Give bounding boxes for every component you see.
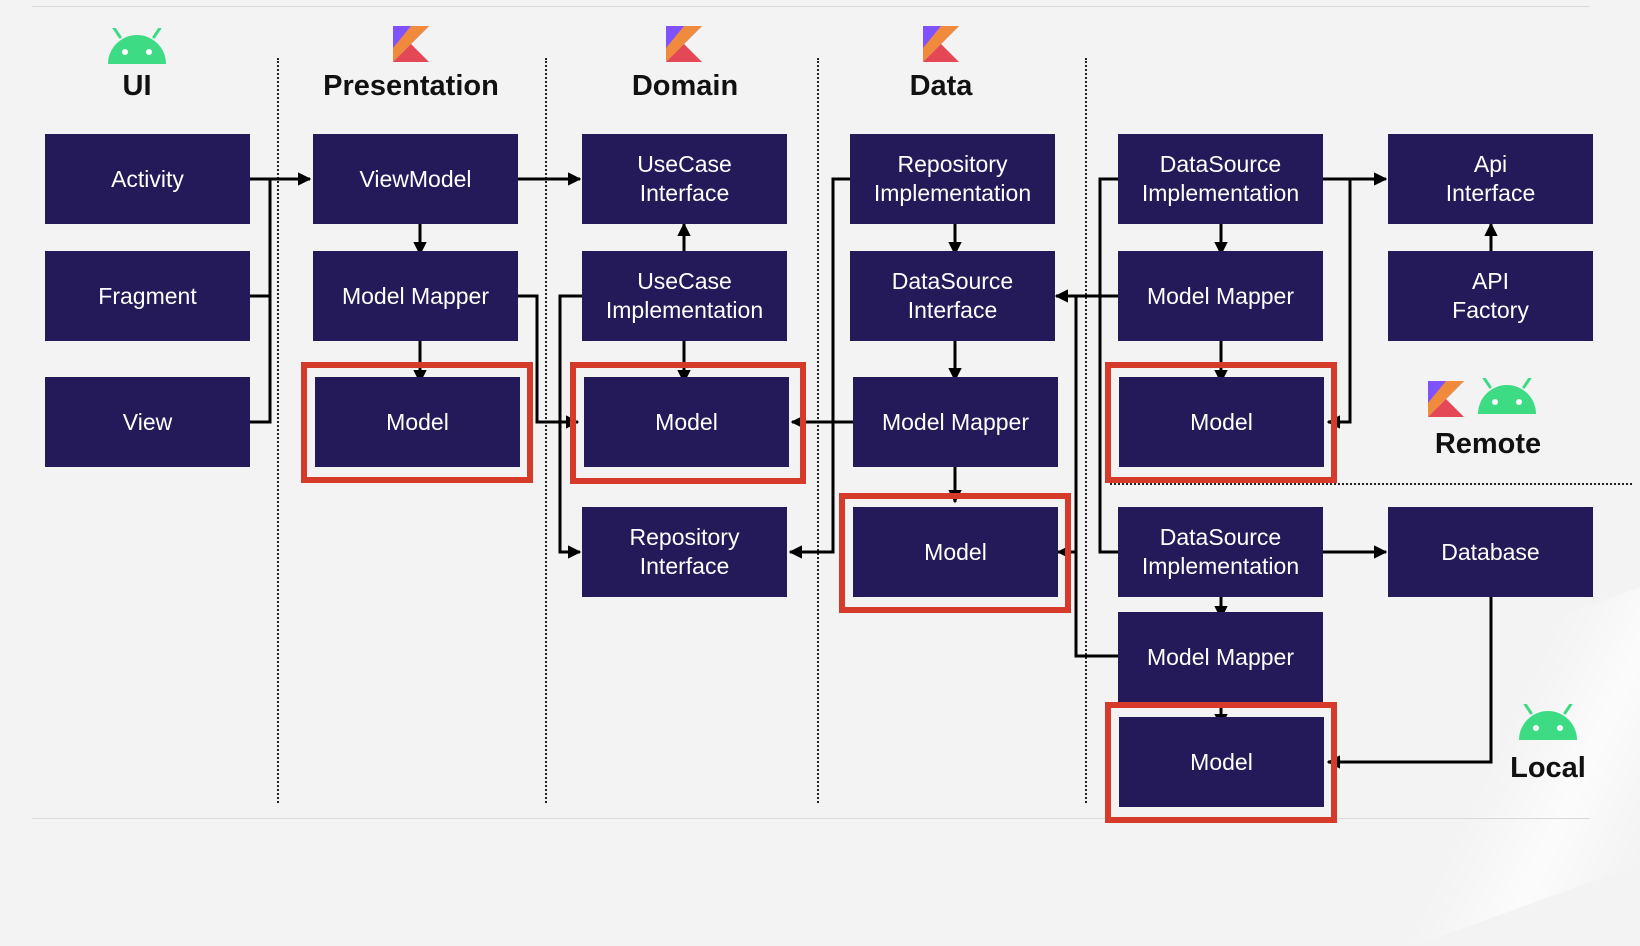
box-usecase-implementation: UseCase Implementation xyxy=(582,251,787,341)
box-remote-model-mapper: Model Mapper xyxy=(1118,251,1323,341)
connector-lines xyxy=(250,172,1498,769)
box-viewmodel: ViewModel xyxy=(313,134,518,224)
box-local-model: Model xyxy=(1119,717,1324,807)
heading-ui: UI xyxy=(122,70,152,102)
divider-remote-local xyxy=(1110,483,1632,485)
kotlin-icon xyxy=(1428,381,1464,417)
divider-data-sources xyxy=(1085,58,1087,803)
heading-local: Local xyxy=(1510,752,1586,784)
highlight-remote-model xyxy=(1105,362,1337,483)
box-presentation-model: Model xyxy=(315,377,520,467)
box-local-model-mapper: Model Mapper xyxy=(1118,612,1323,702)
box-data-model: Model xyxy=(853,507,1058,597)
box-api-factory: API Factory xyxy=(1388,251,1593,341)
divider-domain-data xyxy=(817,58,819,803)
divider-ui-presentation xyxy=(277,58,279,803)
heading-domain: Domain xyxy=(631,70,739,102)
top-rule xyxy=(32,6,1590,7)
box-repository-interface: Repository Interface xyxy=(582,507,787,597)
architecture-diagram: UI Presentation Domain Data Remote Local xyxy=(32,6,1640,946)
highlight-domain-model xyxy=(570,362,806,484)
box-datasource-interface: DataSource Interface xyxy=(850,251,1055,341)
box-remote-datasource-implementation: DataSource Implementation xyxy=(1118,134,1323,224)
kotlin-icon xyxy=(666,26,702,62)
box-presentation-model-mapper: Model Mapper xyxy=(313,251,518,341)
box-local-datasource-implementation: DataSource Implementation xyxy=(1118,507,1323,597)
box-fragment: Fragment xyxy=(45,251,250,341)
box-data-model-mapper: Model Mapper xyxy=(853,377,1058,467)
kotlin-icon xyxy=(923,26,959,62)
heading-remote: Remote xyxy=(1434,428,1542,460)
box-api-interface: Api Interface xyxy=(1388,134,1593,224)
highlight-local-model xyxy=(1105,702,1337,823)
heading-presentation: Presentation xyxy=(323,70,499,102)
box-database: Database xyxy=(1388,507,1593,597)
box-domain-model: Model xyxy=(584,377,789,467)
kotlin-icon xyxy=(393,26,429,62)
box-repository-implementation: Repository Implementation xyxy=(850,134,1055,224)
heading-data: Data xyxy=(909,70,973,102)
box-usecase-interface: UseCase Interface xyxy=(582,134,787,224)
box-remote-model: Model xyxy=(1119,377,1324,467)
android-icon xyxy=(1519,704,1577,740)
bottom-rule xyxy=(32,818,1590,819)
highlight-data-model xyxy=(839,493,1071,613)
divider-presentation-domain xyxy=(545,58,547,803)
android-icon xyxy=(108,28,166,64)
box-view: View xyxy=(45,377,250,467)
box-activity: Activity xyxy=(45,134,250,224)
highlight-presentation-model xyxy=(301,362,533,483)
android-icon xyxy=(1478,378,1536,414)
